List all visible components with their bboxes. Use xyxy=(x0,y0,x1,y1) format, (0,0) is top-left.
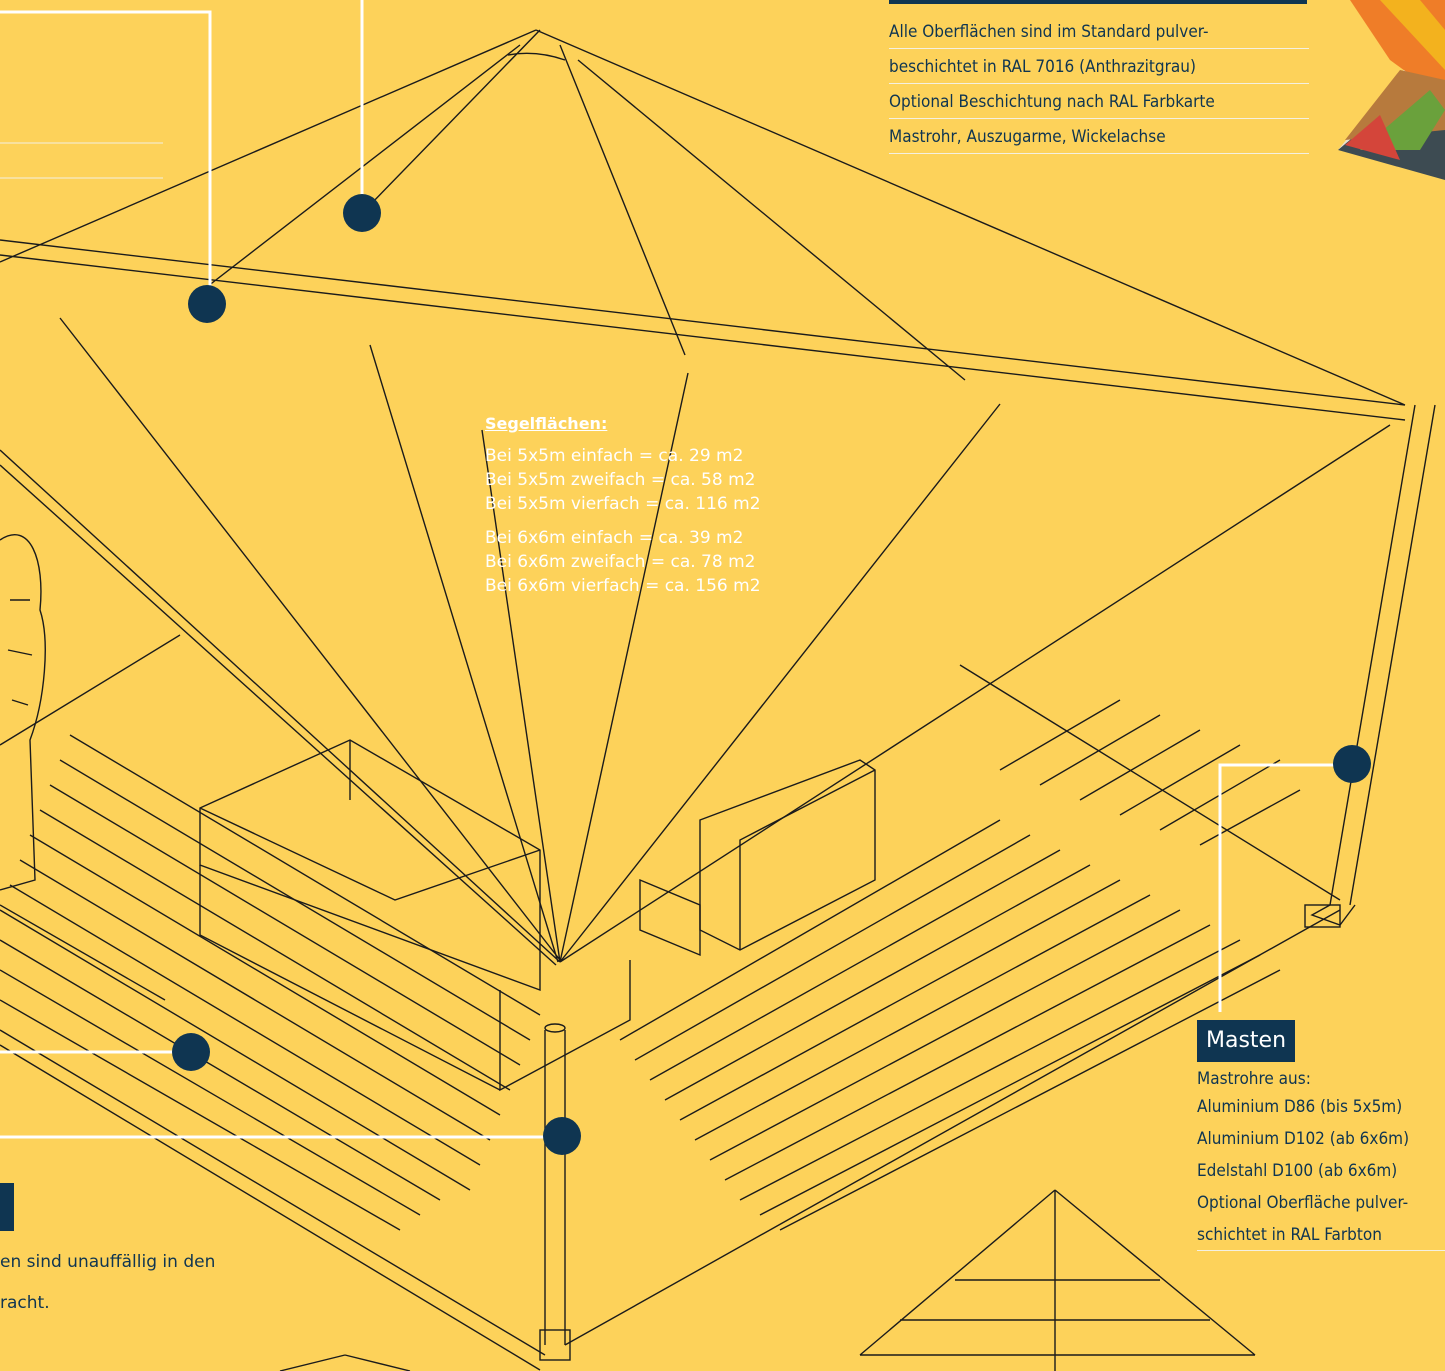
finish-spec-item: Alle Oberflächen sind im Standard pulver… xyxy=(889,14,1309,49)
callout-dot-canopy-top[interactable] xyxy=(343,194,381,232)
sail-areas-heading: Segelflächen: xyxy=(485,414,608,433)
masts-spec-item: Edelstahl D100 (ab 6x6m) xyxy=(1197,1161,1398,1181)
callout-leader-lines xyxy=(0,0,1352,1139)
callout-dot-ridge[interactable] xyxy=(188,285,226,323)
masts-label: Masten xyxy=(1197,1020,1296,1062)
masts-spec-item: Aluminium D102 (ab 6x6m) xyxy=(1197,1129,1410,1149)
masts-spec-item: Mastrohre aus: xyxy=(1197,1069,1311,1089)
footing-text-line-1: en sind unauffällig in den xyxy=(0,1252,216,1272)
callout-dot-mast-right[interactable] xyxy=(1333,745,1371,783)
masts-spec-item: schichtet in RAL Farbton xyxy=(1197,1219,1445,1251)
sail-area-line: Bei 5x5m zweifach = ca. 58 m2 xyxy=(485,470,756,490)
masts-spec-item: Aluminium D86 (bis 5x5m) xyxy=(1197,1097,1403,1117)
deck-and-canopy-lines xyxy=(0,29,1436,1371)
left-spec-lines xyxy=(0,142,163,179)
footing-label-bar xyxy=(0,1183,14,1231)
callout-dot-mast-front[interactable] xyxy=(543,1117,581,1155)
sail-area-line: Bei 6x6m zweifach = ca. 78 m2 xyxy=(485,552,756,572)
finish-spec-list: Alle Oberflächen sind im Standard pulver… xyxy=(889,14,1309,154)
masts-spec-item: Optional Oberfläche pulver- xyxy=(1197,1193,1409,1213)
sail-area-line: Bei 6x6m vierfach = ca. 156 m2 xyxy=(485,576,761,596)
finish-spec-item: Optional Beschichtung nach RAL Farbkarte xyxy=(889,84,1309,119)
finish-spec-item: Mastrohr, Auszugarme, Wickelachse xyxy=(889,119,1309,154)
finish-spec-item: beschichtet in RAL 7016 (Anthrazitgrau) xyxy=(889,49,1309,84)
callout-dot-deck[interactable] xyxy=(172,1033,210,1071)
finish-header-bar xyxy=(889,0,1307,4)
sail-area-line: Bei 5x5m einfach = ca. 29 m2 xyxy=(485,446,744,466)
footing-text-line-2: racht. xyxy=(0,1293,50,1313)
sail-areas-block: Segelflächen: Bei 5x5m einfach = ca. 29 … xyxy=(485,412,761,598)
masts-spec-list: Mastrohre aus: Aluminium D86 (bis 5x5m) … xyxy=(1197,1067,1445,1251)
ral-color-fan-image xyxy=(1338,0,1445,180)
sail-area-line: Bei 6x6m einfach = ca. 39 m2 xyxy=(485,528,744,548)
sail-area-line: Bei 5x5m vierfach = ca. 116 m2 xyxy=(485,494,761,514)
